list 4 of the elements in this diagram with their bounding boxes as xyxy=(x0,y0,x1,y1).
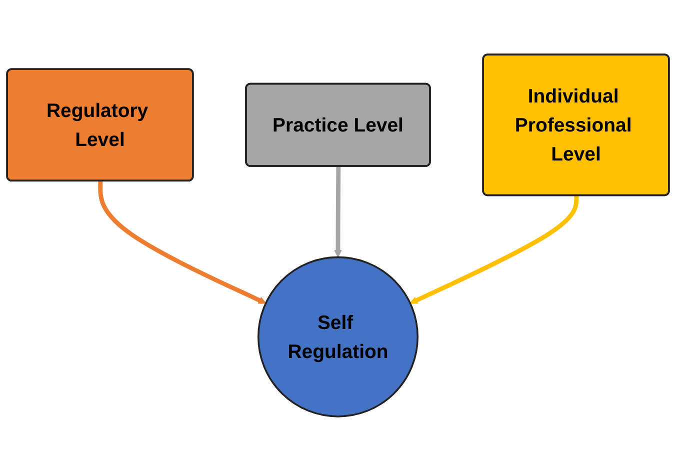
node-circle: Self Regulation xyxy=(257,256,419,418)
arrow xyxy=(334,166,342,258)
arrow xyxy=(98,181,266,304)
arrow xyxy=(410,196,579,304)
